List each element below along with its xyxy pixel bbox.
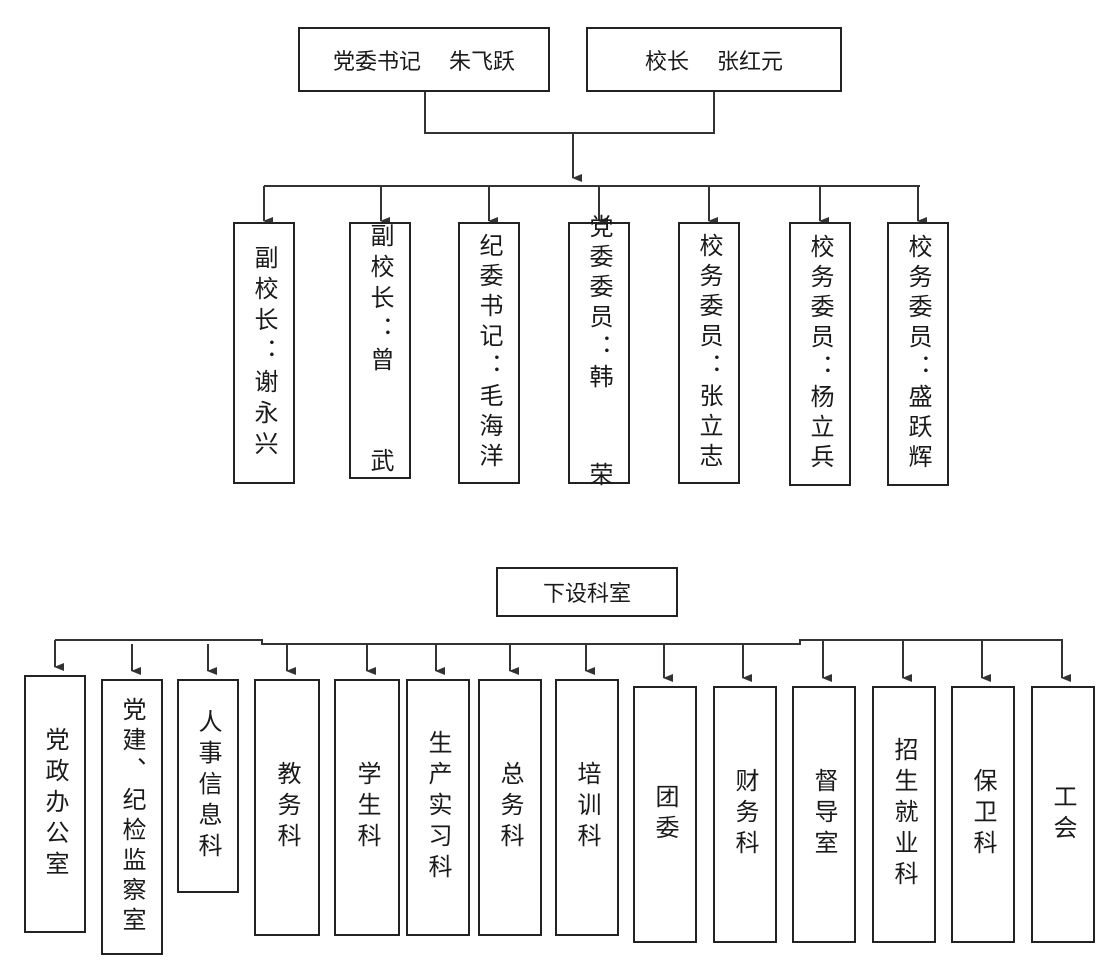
leader-label-1: 副校长：谢永兴: [250, 244, 278, 462]
connector-top-merge: [424, 91, 715, 134]
dept-box-5: 学生科: [334, 679, 400, 936]
dept-box-13: 保卫科: [951, 686, 1015, 943]
departments-header-box: 下设科室: [496, 567, 678, 617]
dept-label-1: 党政办公室: [41, 726, 69, 882]
leader-label-2: 副校长：曾 武: [366, 222, 394, 479]
dept-box-12: 招生就业科: [872, 686, 936, 943]
dept-label-5: 学生科: [353, 761, 381, 854]
leader-label-5: 校务委员：张立志: [695, 233, 723, 473]
dept-label-12: 招生就业科: [890, 737, 918, 892]
principal-label: 校长 张红元: [645, 49, 783, 75]
dept-label-10: 财务科: [731, 768, 759, 861]
departments-header-label: 下设科室: [542, 582, 631, 607]
dept-label-9: 团委: [651, 783, 679, 846]
leader-box-6: 校务委员：杨立兵: [789, 222, 851, 486]
leader-box-2: 副校长：曾 武: [349, 222, 411, 479]
dept-box-6: 生产实习科: [406, 679, 470, 936]
dept-box-4: 教务科: [254, 679, 320, 936]
dept-label-8: 培训科: [573, 761, 601, 854]
dept-box-14: 工会: [1031, 686, 1095, 943]
party-secretary-box: 党委书记 朱飞跃: [298, 27, 550, 92]
dept-label-6: 生产实习科: [424, 730, 452, 885]
dept-label-4: 教务科: [273, 761, 301, 854]
dept-label-11: 督导室: [810, 768, 838, 861]
leader-box-1: 副校长：谢永兴: [233, 222, 295, 484]
leader-label-6: 校务委员：杨立兵: [806, 234, 834, 474]
dept-box-9: 团委: [633, 686, 697, 943]
dept-box-11: 督导室: [792, 686, 856, 943]
leader-label-4: 党委委员：韩 荣: [585, 214, 613, 492]
leader-box-5: 校务委员：张立志: [678, 222, 740, 484]
leader-box-4: 党委委员：韩 荣: [568, 214, 630, 492]
leader-label-7: 校务委员：盛跃辉: [904, 234, 932, 474]
dept-label-7: 总务科: [496, 761, 524, 854]
leader-box-3: 纪委书记：毛海洋: [458, 222, 520, 484]
leader-label-3: 纪委书记：毛海洋: [475, 233, 503, 473]
dept-box-10: 财务科: [713, 686, 777, 943]
dept-box-3: 人事信息科: [177, 679, 239, 893]
dept-label-14: 工会: [1049, 783, 1077, 846]
dept-label-3: 人事信息科: [194, 708, 222, 864]
dept-label-13: 保卫科: [969, 768, 997, 861]
party-secretary-label: 党委书记 朱飞跃: [333, 49, 515, 75]
dept-box-1: 党政办公室: [24, 675, 86, 933]
dept-box-7: 总务科: [478, 679, 542, 936]
dept-box-2: 党建、纪检监察室: [101, 679, 163, 955]
leader-box-7: 校务委员：盛跃辉: [887, 222, 949, 486]
dept-label-2: 党建、纪检监察室: [118, 697, 146, 937]
principal-box: 校长 张红元: [586, 27, 842, 92]
dept-box-8: 培训科: [555, 679, 619, 936]
department-bus: [55, 639, 1063, 645]
